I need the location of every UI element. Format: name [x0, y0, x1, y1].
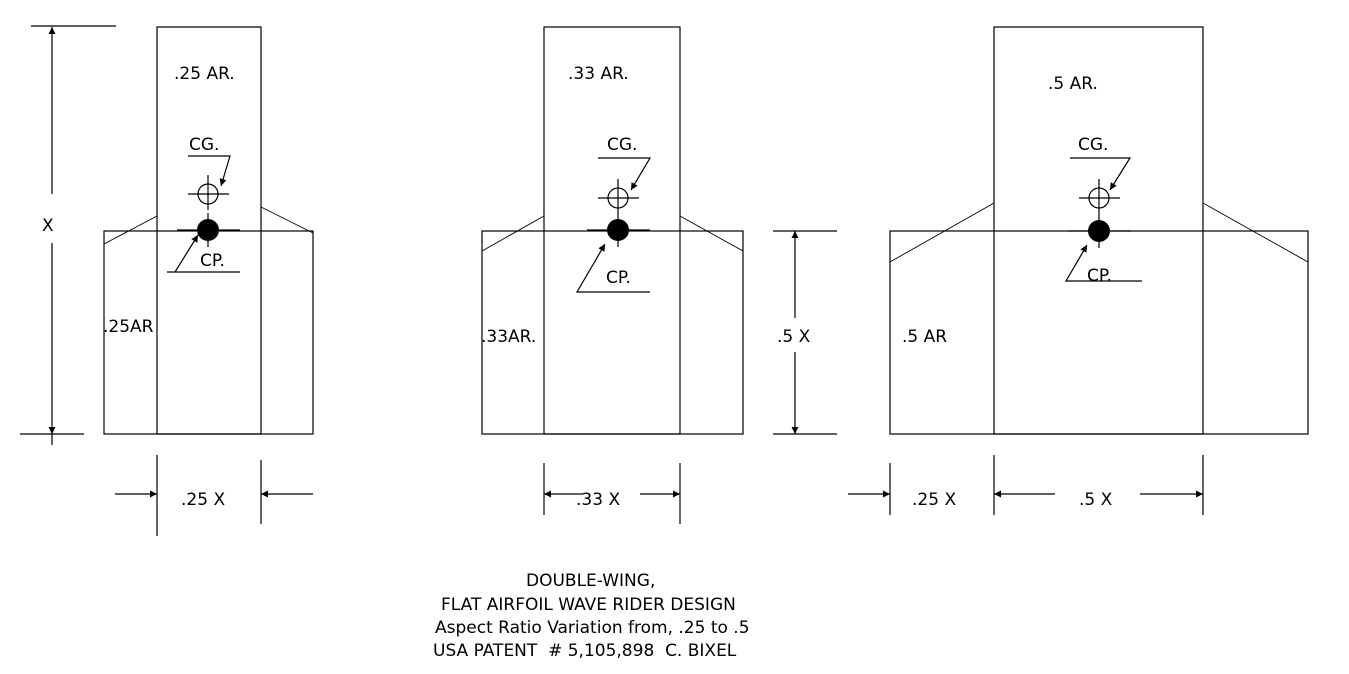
- cg-label: CG.: [1078, 135, 1108, 155]
- design-05: .5 AR. .5 AR CG. CP. .25 X .5 X: [848, 26, 1309, 515]
- fuselage-label: .33 AR.: [568, 64, 629, 84]
- fuselage-outline: [993, 26, 1204, 435]
- cp-marker: [587, 213, 650, 247]
- wing-height-dimension: .5 X: [773, 230, 837, 435]
- title-line-2: FLAT AIRFOIL WAVE RIDER DESIGN: [441, 595, 736, 615]
- design-025: .25 AR. .25AR CG. CP. X .25 X: [20, 25, 314, 536]
- cp-leader: [167, 234, 240, 273]
- title-line-3: Aspect Ratio Variation from, .25 to .5: [435, 618, 750, 638]
- wing-taper-line: [103, 215, 158, 245]
- cg-leader: [598, 157, 652, 191]
- wing-height-label: .5 X: [777, 327, 811, 347]
- cp-leader: [1064, 244, 1142, 282]
- wing-outline: [889, 230, 1309, 435]
- side-width-label: .25 X: [912, 490, 956, 510]
- design-033: .33 AR. .33AR. CG. CP. .5 X .33 X: [481, 26, 837, 524]
- width-label: .33 X: [576, 490, 620, 510]
- cp-label: CP.: [200, 251, 225, 271]
- title-line-4: USA PATENT # 5,105,898 C. BIXEL: [433, 641, 737, 661]
- wing-label: .25AR: [103, 317, 154, 337]
- cg-marker: [1079, 179, 1120, 214]
- fuselage-label: .5 AR.: [1048, 74, 1098, 94]
- height-dimension: X: [20, 25, 116, 445]
- cg-leader: [188, 155, 231, 187]
- cp-label: CP.: [1087, 266, 1112, 286]
- title-block: DOUBLE-WING, FLAT AIRFOIL WAVE RIDER DES…: [433, 571, 750, 661]
- cp-marker: [177, 213, 240, 247]
- fuselage-outline: [543, 26, 681, 435]
- fuselage-label: .25 AR.: [174, 64, 235, 84]
- cg-marker: [188, 175, 229, 210]
- height-label: X: [42, 216, 54, 236]
- width-label: .25 X: [181, 490, 225, 510]
- cp-label: CP.: [606, 268, 631, 288]
- width-label: .5 X: [1079, 490, 1113, 510]
- wing-taper-line: [1202, 202, 1309, 263]
- wing-label: .5 AR: [902, 327, 947, 347]
- wing-taper-line: [260, 206, 314, 234]
- title-line-1: DOUBLE-WING,: [526, 571, 655, 591]
- cg-label: CG.: [189, 135, 219, 155]
- cg-label: CG.: [607, 135, 637, 155]
- width-dimension: .25 X .5 X: [848, 455, 1204, 515]
- fuselage-outline: [156, 26, 262, 435]
- wing-label: .33AR.: [481, 327, 536, 347]
- wing-taper-line: [481, 215, 545, 252]
- width-dimension: .25 X: [115, 455, 313, 536]
- cg-leader: [1070, 157, 1132, 191]
- cg-marker: [598, 179, 639, 214]
- width-dimension: .33 X: [543, 463, 681, 524]
- cp-leader: [575, 243, 650, 293]
- wing-taper-line: [679, 215, 744, 252]
- cp-marker: [1068, 214, 1131, 248]
- wing-taper-line: [889, 202, 995, 263]
